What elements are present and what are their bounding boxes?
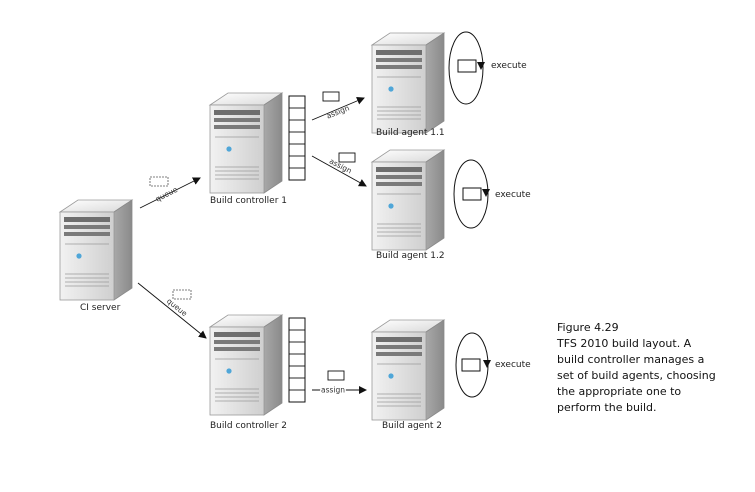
assign-edge-agent-2: assign <box>312 370 367 396</box>
caption-line: build controller manages a <box>557 353 705 366</box>
figure-number: Figure 4.29 <box>557 321 619 334</box>
caption-line: perform the build. <box>557 401 657 414</box>
assign-label-1: assign <box>325 103 351 120</box>
execute-label-2: execute <box>495 190 531 200</box>
build-agent-1-2-label: Build agent 1.2 <box>376 251 445 261</box>
controller-1-queue <box>288 95 306 181</box>
execute-label-3: execute <box>495 360 531 370</box>
assign-edge-agent-1-2: assign <box>311 152 367 187</box>
caption-line: set of build agents, choosing <box>557 369 716 382</box>
assign-label-3: assign <box>321 386 345 395</box>
build-controller-1-icon <box>209 92 283 194</box>
build-controller-2-icon <box>209 314 283 416</box>
build-agent-2-label: Build agent 2 <box>382 421 442 431</box>
execute-loop-agent-1-2: execute <box>453 159 531 229</box>
execute-loop-agent-1-1: execute <box>448 31 527 105</box>
assign-edge-agent-1-1: assign <box>311 91 365 121</box>
build-controller-2-label: Build controller 2 <box>210 421 287 431</box>
figure-caption: Figure 4.29 TFS 2010 build layout. A bui… <box>557 320 747 416</box>
build-agent-1-1-icon <box>371 32 445 134</box>
queue-edge-controller-2: queue <box>137 282 207 339</box>
execute-loop-agent-2: execute <box>455 332 531 398</box>
work-item-icon <box>172 289 192 300</box>
work-item-icon <box>322 91 340 102</box>
work-item-icon <box>327 370 345 381</box>
queue-label-1: queue <box>154 185 179 204</box>
work-item-icon <box>149 176 169 187</box>
caption-line: TFS 2010 build layout. A <box>557 337 692 350</box>
build-agent-1-1-label: Build agent 1.1 <box>376 128 445 138</box>
ci-server-label: CI server <box>80 303 121 313</box>
build-agent-2-icon <box>371 319 445 421</box>
controller-2-queue <box>288 317 306 403</box>
queue-edge-controller-1: queue <box>139 176 201 209</box>
caption-line: the appropriate one to <box>557 385 682 398</box>
build-agent-1-2-icon <box>371 149 445 251</box>
ci-server-icon <box>59 199 133 301</box>
build-controller-1-label: Build controller 1 <box>210 196 287 206</box>
work-item-icon <box>338 152 356 163</box>
work-item-icon <box>457 59 477 73</box>
work-item-icon <box>462 187 482 201</box>
execute-label-1: execute <box>491 61 527 71</box>
work-item-icon <box>461 358 481 372</box>
